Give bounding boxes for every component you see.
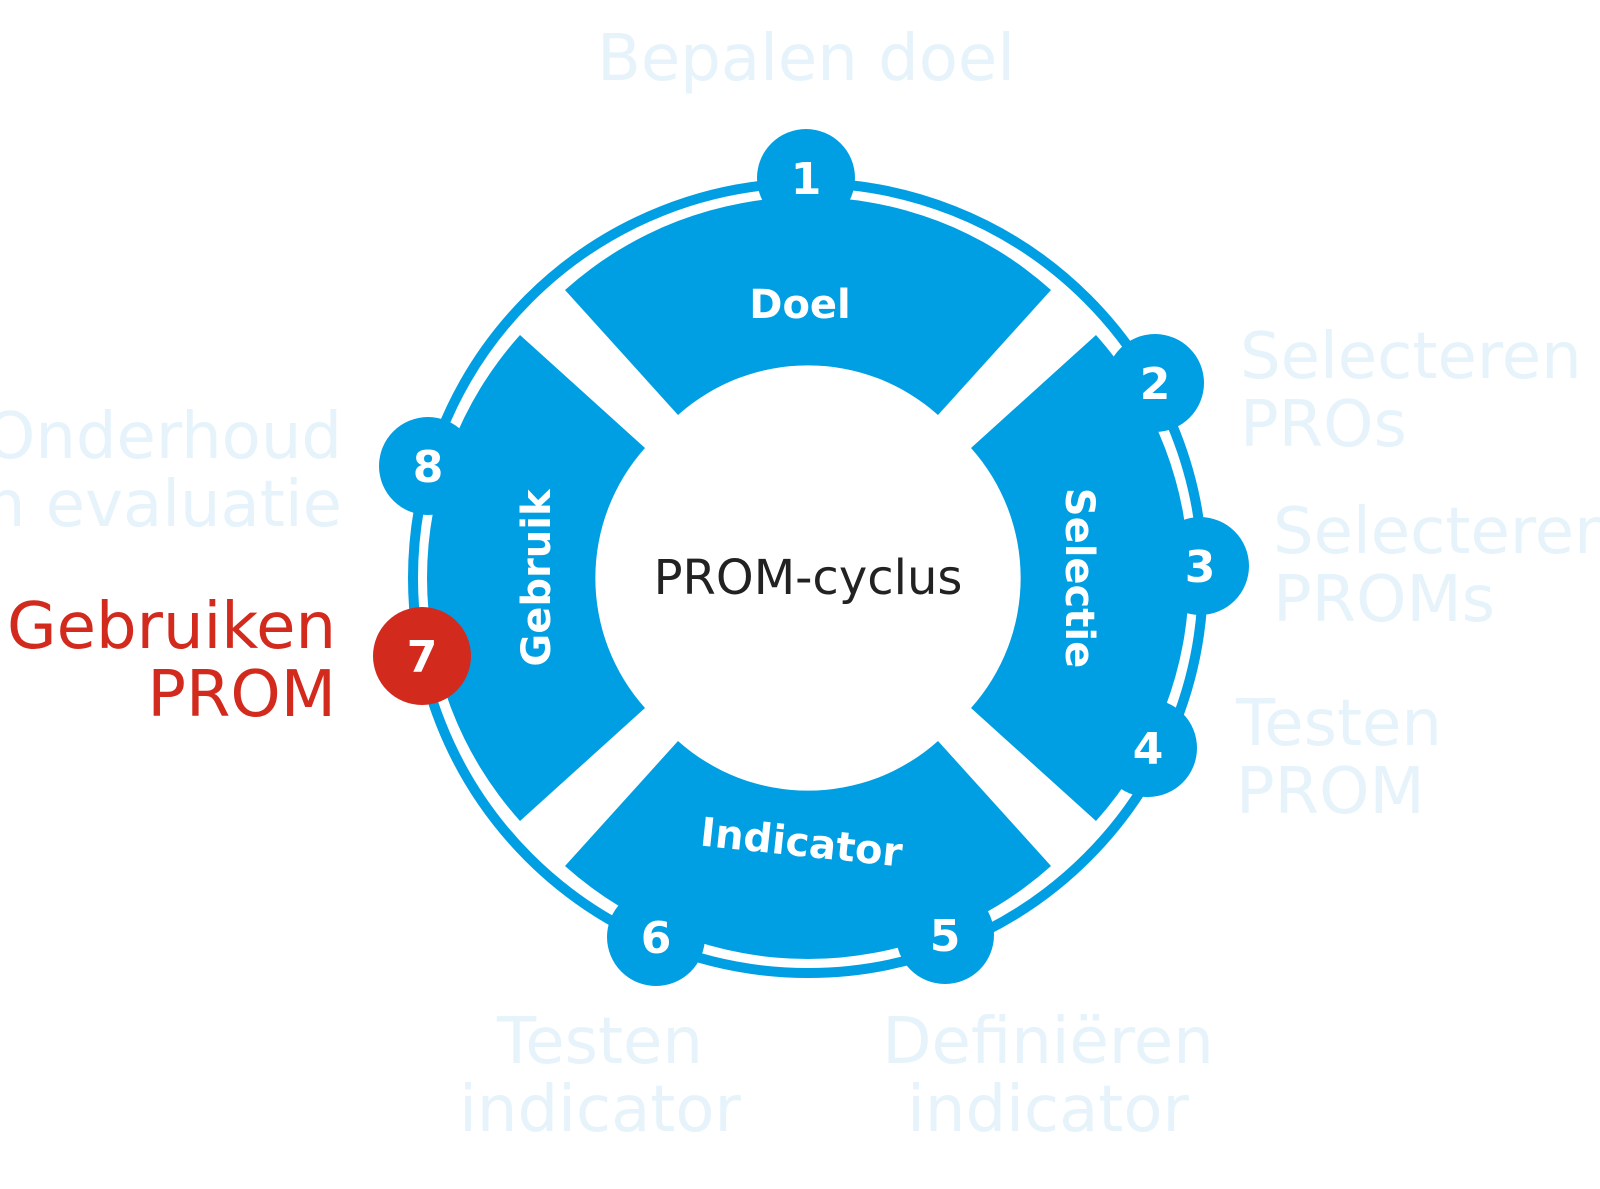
step-circle[interactable] xyxy=(373,607,471,705)
step-label-1[interactable]: Bepalen doel xyxy=(597,22,1015,96)
step-label-8[interactable]: Onderhouden evaluatie xyxy=(0,400,342,542)
center-circle xyxy=(616,386,1000,770)
step-circle[interactable] xyxy=(379,417,477,515)
step-label-line: Bepalen doel xyxy=(597,22,1015,96)
step-label-line: en evaluatie xyxy=(0,468,342,542)
step-number: 8 xyxy=(413,442,444,493)
step-label-line: PROs xyxy=(1240,388,1407,462)
step-number: 5 xyxy=(930,911,961,962)
step-circle[interactable] xyxy=(607,888,705,986)
step-node-6[interactable]: 6 xyxy=(607,888,705,986)
step-nodes: 1 2 3 4 5 6 7 8 xyxy=(373,129,1249,986)
segment-top[interactable] xyxy=(565,197,1051,415)
step-circle[interactable] xyxy=(757,129,855,227)
step-number: 6 xyxy=(641,913,672,964)
step-circle[interactable] xyxy=(1106,334,1204,432)
step-label-line: PROM xyxy=(1236,755,1425,829)
center-label: PROM-cyclus xyxy=(654,550,963,606)
step-number: 1 xyxy=(791,154,822,205)
step-label-line: Definiëren xyxy=(882,1005,1214,1079)
step-number: 7 xyxy=(407,632,438,683)
segment-left[interactable] xyxy=(427,335,645,821)
step-label-line: Selecteren xyxy=(1240,320,1582,394)
step-label-line: PROMs xyxy=(1273,563,1495,637)
step-node-5[interactable]: 5 xyxy=(896,886,994,984)
step-node-4[interactable]: 4 xyxy=(1099,699,1197,797)
step-node-8[interactable]: 8 xyxy=(379,417,477,515)
step-number: 2 xyxy=(1140,359,1171,410)
segment-right-label: Selectie xyxy=(1056,488,1102,668)
step-node-7[interactable]: 7 xyxy=(373,607,471,705)
step-label-line: Testen xyxy=(1235,687,1442,761)
step-label-line: Testen xyxy=(496,1005,703,1079)
step-circle[interactable] xyxy=(896,886,994,984)
step-node-3[interactable]: 3 xyxy=(1151,517,1249,615)
segment-top-label: Doel xyxy=(749,282,851,328)
step-label-line: indicator xyxy=(459,1073,741,1147)
step-node-1[interactable]: 1 xyxy=(757,129,855,227)
segment-right[interactable] xyxy=(971,335,1189,821)
step-label-line: PROM xyxy=(147,658,336,732)
step-label-line: Gebruiken xyxy=(7,590,336,664)
step-number: 3 xyxy=(1185,542,1216,593)
segment-left-label: Gebruik xyxy=(514,488,560,667)
step-circle[interactable] xyxy=(1099,699,1197,797)
step-label-line: Onderhoud xyxy=(0,400,342,474)
step-label-line: Selecteren xyxy=(1273,495,1600,569)
step-circle[interactable] xyxy=(1151,517,1249,615)
step-number: 4 xyxy=(1133,724,1164,775)
step-label-line: indicator xyxy=(907,1073,1189,1147)
step-node-2[interactable]: 2 xyxy=(1106,334,1204,432)
